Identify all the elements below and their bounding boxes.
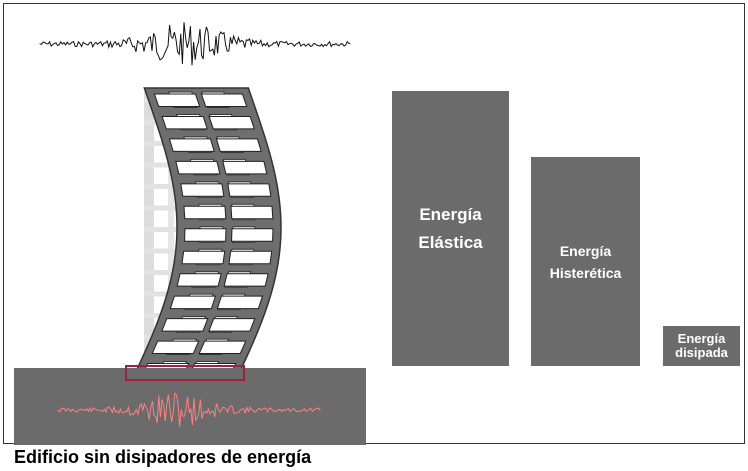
bar-elastic-label-line2: Elástica (418, 232, 483, 252)
ground-seismic-signal (57, 392, 321, 427)
roof-seismic-signal (39, 22, 351, 66)
building-base-plate (125, 365, 245, 381)
bar-elastic-energy: Energía Elástica (392, 91, 509, 366)
bar-elastic-label-line1: Energía (419, 204, 482, 224)
figure-border (3, 3, 745, 444)
deformed-building (130, 87, 282, 381)
bar-hysteretic-label-line2: Histerética (549, 264, 622, 281)
bar-dissipated-label-line2: disipada (675, 345, 728, 360)
figure-caption: Edificio sin disipadores de energía (14, 447, 312, 467)
bar-hysteretic-label-line1: Energía (559, 242, 612, 259)
bar-hysteretic-energy: Energía Histerética (531, 157, 640, 366)
bar-dissipated-energy: Energía disipada (663, 326, 740, 366)
bar-dissipated-label-line1: Energía (677, 331, 726, 346)
